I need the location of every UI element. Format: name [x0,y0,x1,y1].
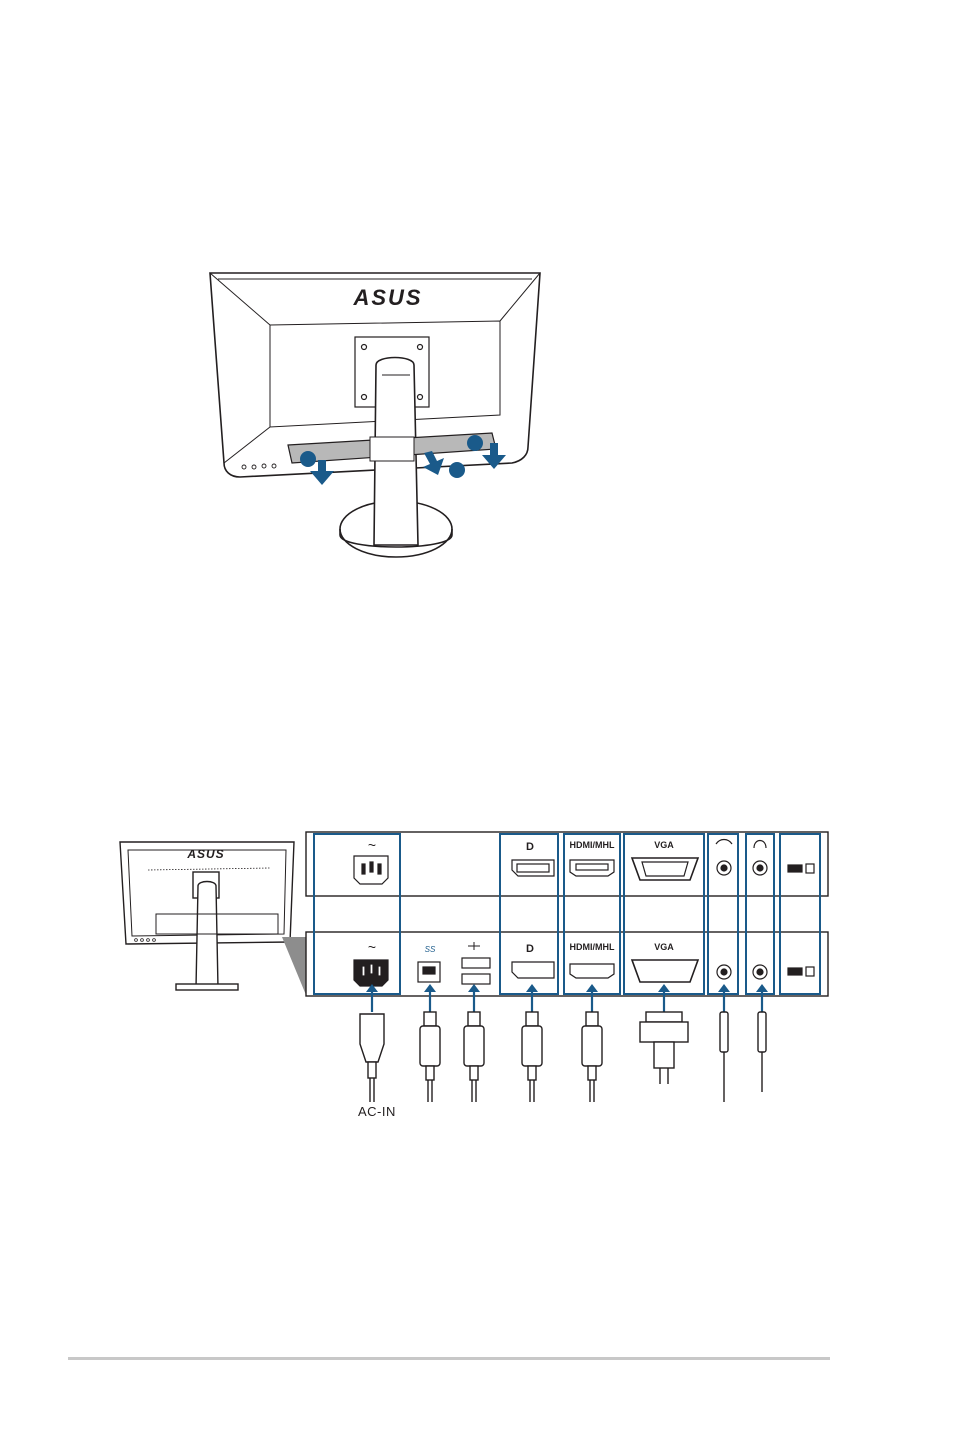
step-marker-center [449,462,465,478]
footer-divider [68,1357,830,1360]
svg-text:HDMI/MHL: HDMI/MHL [570,840,615,850]
step-marker-right [467,435,483,451]
vga-icon [632,858,698,880]
svg-text:D: D [526,943,534,955]
vga-icon-lower [632,960,698,982]
usb-b-cable [420,1012,440,1102]
svg-text:VGA: VGA [654,840,674,850]
insertion-arrows [366,984,768,1012]
hdmi-icon-lower [570,964,614,978]
asus-logo-small: ASUS [186,847,224,861]
svg-text:SS: SS [425,945,436,954]
usb-a-port-upper [462,958,490,968]
stand-cutout [370,437,414,461]
figure-remove-cover: ASUS [200,265,550,565]
cables [340,984,800,1106]
usb-a-port-lower [462,974,490,984]
asus-logo: ASUS [352,285,422,310]
headphone-cable [758,1012,766,1092]
displayport-cable [522,1012,542,1102]
svg-text:~: ~ [368,939,376,955]
displayport-icon [512,860,554,876]
svg-text:D: D [526,841,534,853]
svg-text:HDMI/MHL: HDMI/MHL [570,942,615,952]
kensington-lock-icon [788,865,802,872]
usb-a-cable [464,1012,484,1102]
step-marker-left [300,451,316,467]
ac-in-label: AC-IN [358,1104,396,1119]
svg-text:~: ~ [368,837,376,853]
vga-cable [640,1012,688,1084]
displayport-icon-lower [512,962,554,978]
ac-power-plug [360,1014,384,1102]
audio-cable [720,1012,728,1102]
svg-text:VGA: VGA [654,942,674,952]
hdmi-cable [582,1012,602,1102]
connector-panel: ~ D HDMI/MHL VGA ~ SS [304,828,834,1000]
